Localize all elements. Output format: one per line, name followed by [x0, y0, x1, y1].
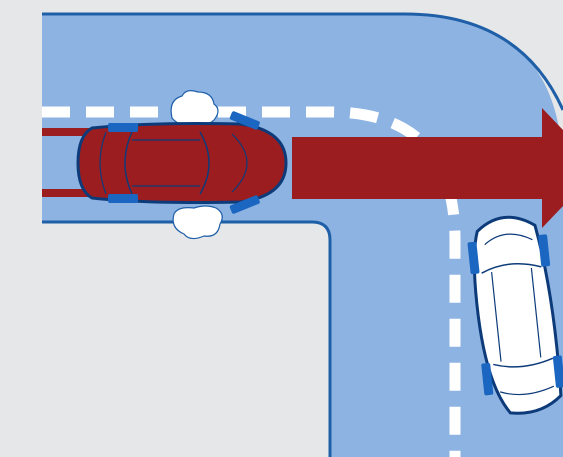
car-rear-window: [124, 131, 133, 195]
car-trunk-line: [499, 385, 555, 396]
road-outer-edge: [42, 12, 563, 111]
skidding-car: [76, 111, 288, 214]
tire: [229, 195, 260, 214]
car-windshield: [199, 131, 210, 195]
tire: [538, 234, 551, 267]
car-roof-line: [132, 139, 200, 187]
skid-trail-top: [42, 128, 102, 136]
skid-trail-bottom: [42, 189, 102, 197]
car-hood-line: [231, 133, 248, 193]
car-rear-window: [493, 357, 554, 368]
car-roof-line: [491, 267, 542, 362]
car-trunk-line: [99, 131, 107, 195]
arrow-right-icon: [292, 108, 563, 228]
tire: [229, 111, 260, 130]
car-hood-line: [484, 233, 533, 246]
tire: [552, 355, 563, 388]
arrow-shaft: [292, 137, 548, 199]
tire: [108, 194, 138, 203]
tire: [467, 241, 480, 275]
tire: [108, 123, 138, 132]
car-windshield: [481, 262, 542, 274]
road-inner-edge: [42, 220, 332, 457]
arrow-head: [542, 108, 563, 228]
car-body: [76, 122, 288, 204]
smoke-cloud-icon: [172, 205, 223, 240]
other-car: [467, 215, 563, 415]
tire: [481, 362, 494, 396]
